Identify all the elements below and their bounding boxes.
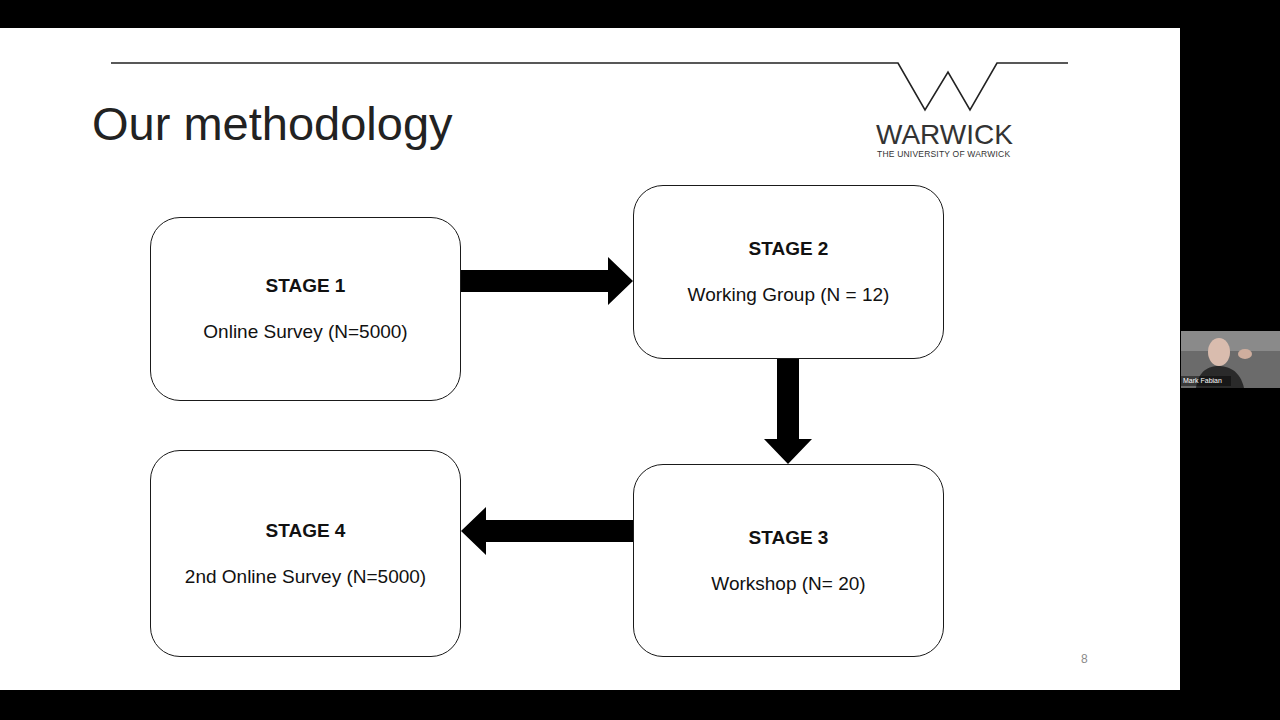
stage-description: Workshop (N= 20) <box>711 572 865 596</box>
stage-heading: STAGE 4 <box>266 519 346 543</box>
block-arrow <box>461 257 633 305</box>
stage-box: STAGE 3 Workshop (N= 20) <box>633 464 944 657</box>
webcam-person-hand <box>1238 349 1252 359</box>
stage-heading: STAGE 1 <box>266 274 346 298</box>
slide-title: Our methodology <box>92 96 453 152</box>
stage-description: Online Survey (N=5000) <box>203 320 407 344</box>
participant-name: Mark Fabian <box>1183 377 1222 385</box>
stage-heading: STAGE 3 <box>749 526 829 550</box>
page-number: 8 <box>1081 652 1088 666</box>
logo-wordmark: WARWICK <box>876 118 1013 152</box>
stage-box: STAGE 4 2nd Online Survey (N=5000) <box>150 450 461 657</box>
logo-subtitle: THE UNIVERSITY OF WARWICK <box>877 149 1010 159</box>
webcam-background <box>1181 331 1280 388</box>
stage-box: STAGE 2 Working Group (N = 12) <box>633 185 944 359</box>
stage-description: Working Group (N = 12) <box>688 283 890 307</box>
stage-box: STAGE 1 Online Survey (N=5000) <box>150 217 461 401</box>
block-arrow <box>764 359 812 464</box>
webcam-person-head <box>1208 338 1230 366</box>
webcam-wall <box>1181 331 1280 351</box>
webcam-label-bg <box>1181 376 1231 386</box>
stage-description: 2nd Online Survey (N=5000) <box>185 565 426 589</box>
stage-heading: STAGE 2 <box>749 237 829 261</box>
block-arrow <box>461 507 633 555</box>
